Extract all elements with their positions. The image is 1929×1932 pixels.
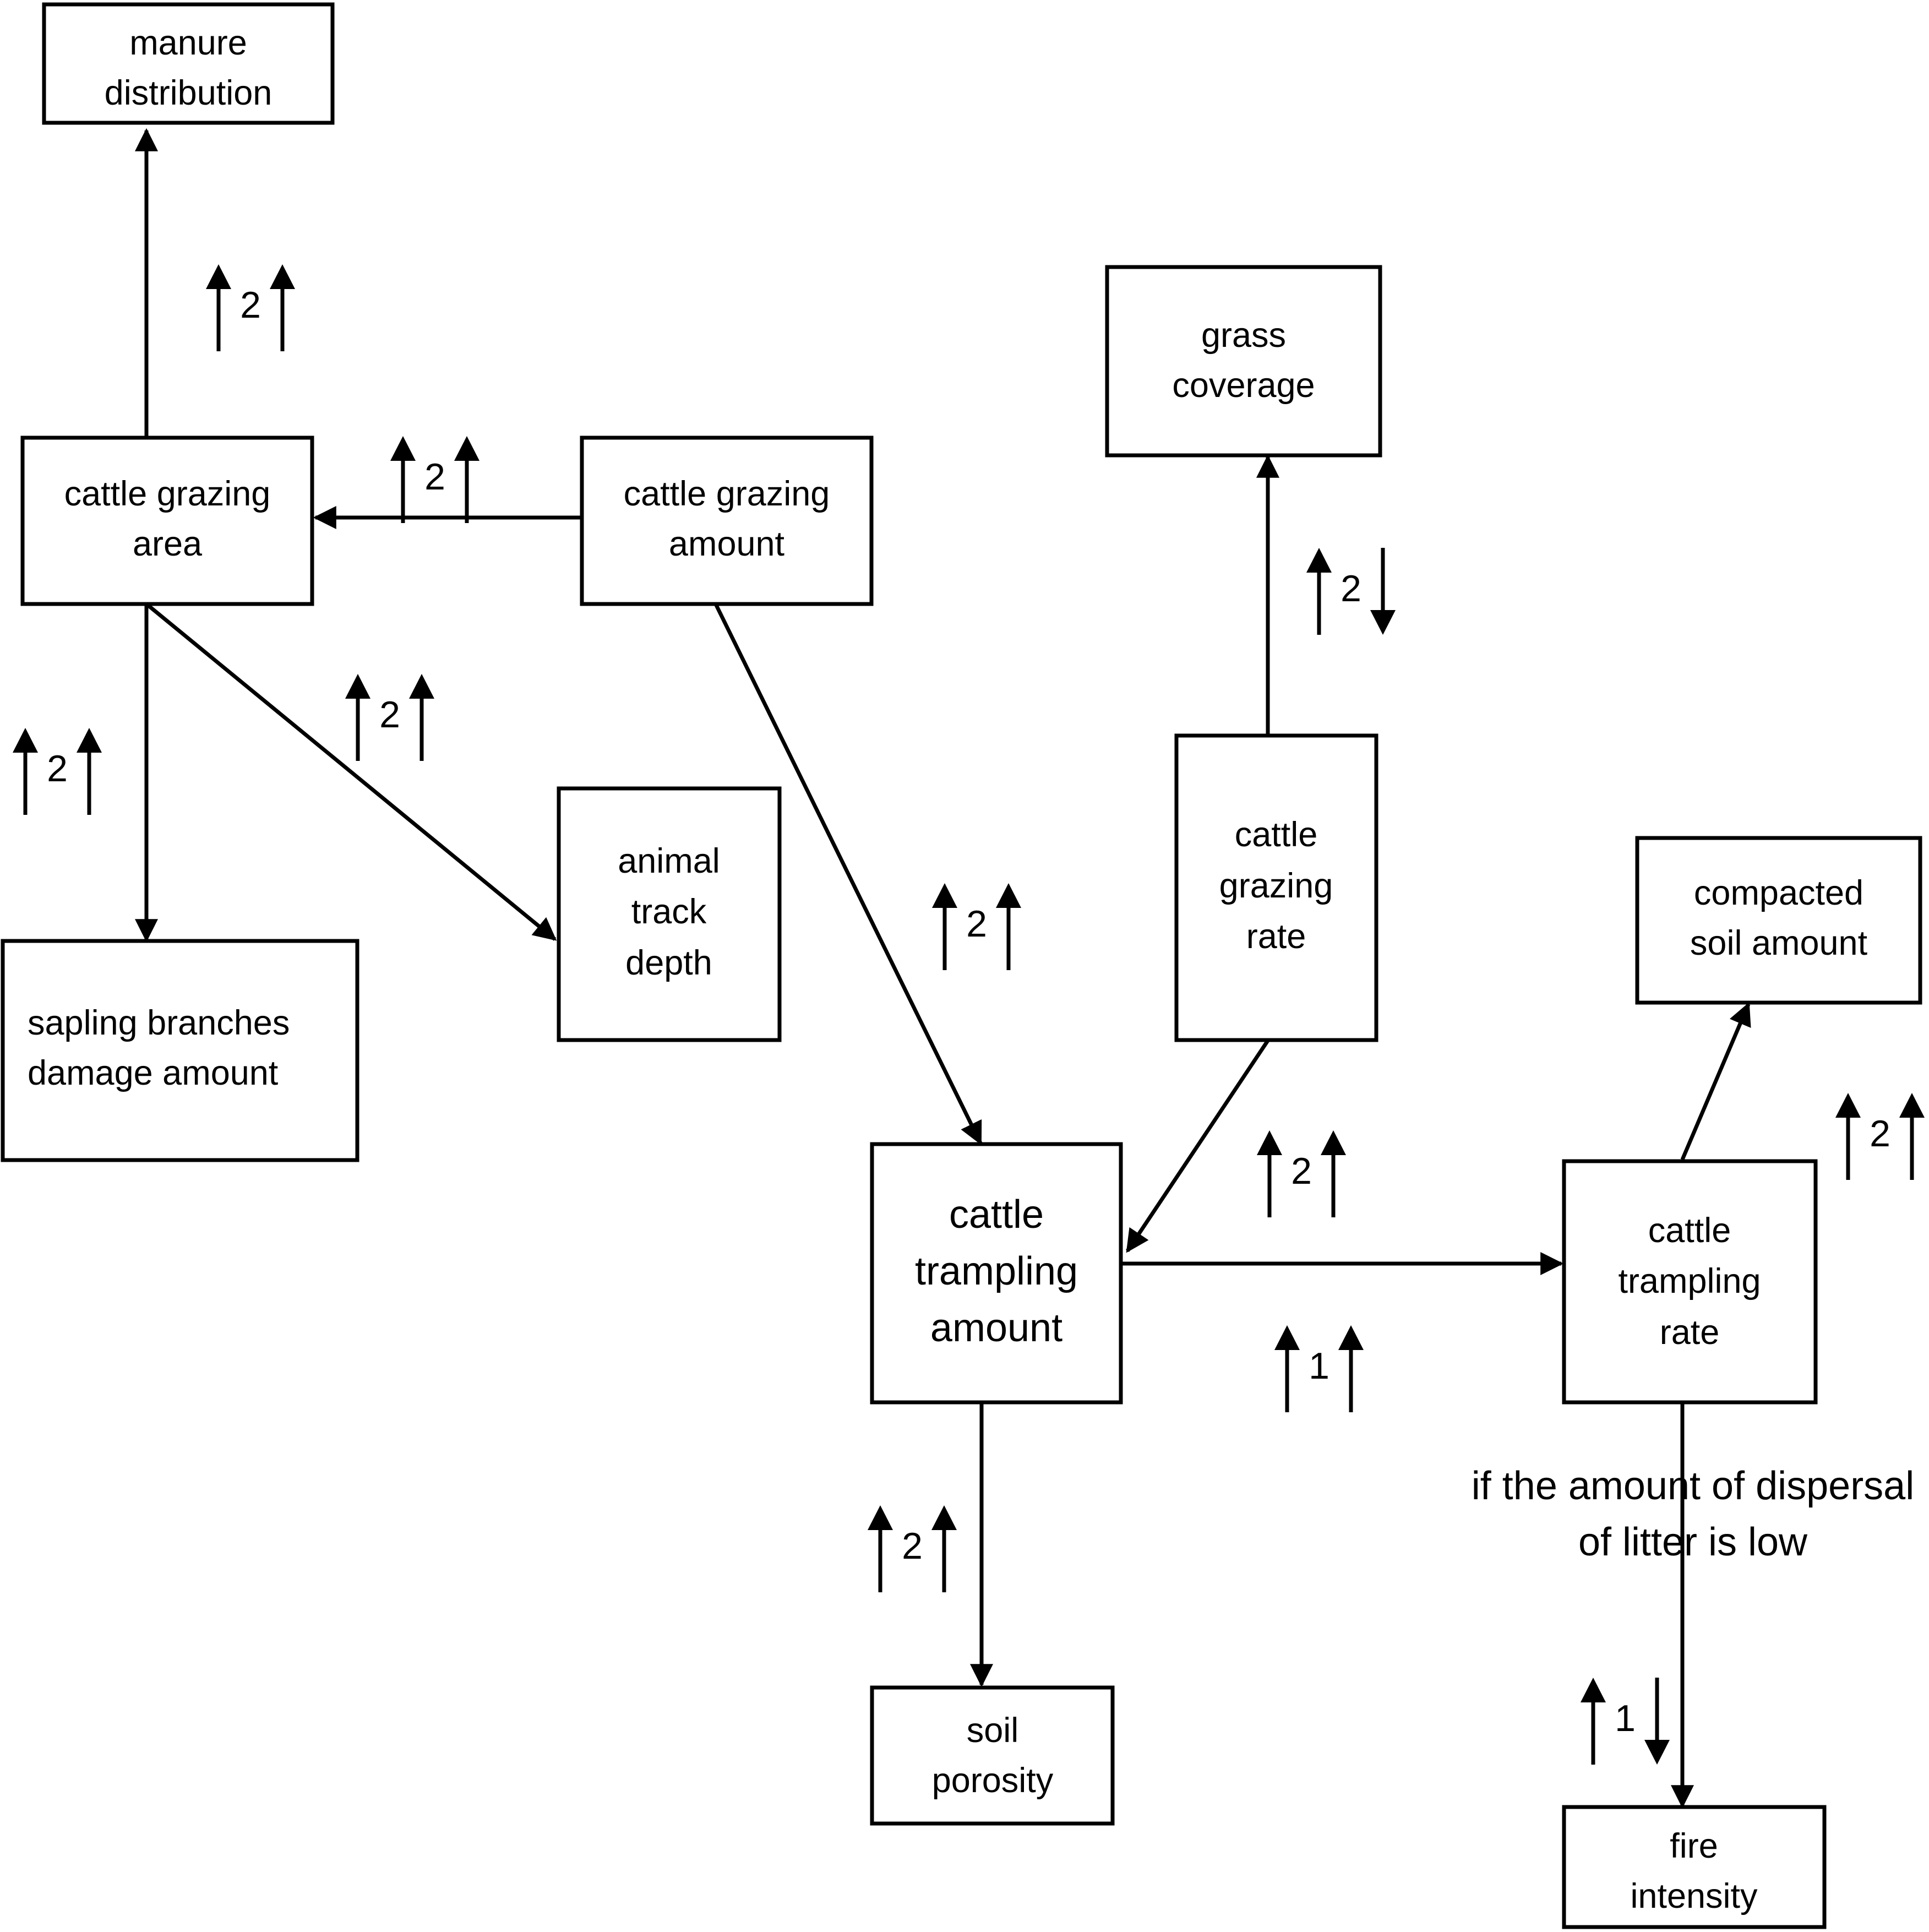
- node-label-line: trampling: [1618, 1262, 1761, 1300]
- relation-weight: 1: [1309, 1345, 1329, 1387]
- relation-weight: 2: [902, 1525, 923, 1567]
- node-label-line: cattle: [1235, 815, 1318, 854]
- node-label-line: cattle grazing: [64, 475, 271, 513]
- node-label-line: grazing: [1219, 867, 1333, 905]
- condition-note-line: if the amount of dispersal: [1472, 1464, 1914, 1508]
- node-manure-distribution[interactable]: manure distribution: [42, 2, 335, 125]
- node-label-line: cattle grazing: [624, 475, 830, 513]
- node-cattle-grazing-area[interactable]: cattle grazing area: [20, 436, 314, 606]
- node-label-line: soil: [967, 1711, 1019, 1750]
- relation-weight: 2: [966, 903, 987, 945]
- node-label-line: compacted: [1694, 874, 1863, 912]
- connectors: [135, 128, 1751, 1809]
- relation-indicator: 2: [13, 728, 102, 815]
- relation-indicator: 2: [1257, 1130, 1346, 1217]
- node-sapling-branches-damage-amount[interactable]: sapling branches damage amount: [1, 939, 359, 1162]
- relation-indicator: 2: [206, 264, 295, 351]
- effect-up-arrow-icon: [1338, 1325, 1364, 1412]
- node-label-line: rate: [1660, 1313, 1720, 1352]
- relation-indicator: 1: [1274, 1325, 1364, 1412]
- node-cattle-trampling-rate[interactable]: cattle trampling rate: [1562, 1159, 1818, 1405]
- node-grass-coverage[interactable]: grass coverage: [1105, 265, 1382, 458]
- cause-up-arrow-icon: [1274, 1325, 1300, 1412]
- relation-indicator: 2: [390, 436, 479, 523]
- node-label-line: grass: [1201, 316, 1286, 355]
- effect-down-arrow-icon: [1644, 1678, 1670, 1765]
- relation-indicator: 2: [1306, 548, 1396, 635]
- node-label-line: porosity: [932, 1761, 1054, 1800]
- node-animal-track-depth[interactable]: animal track depth: [557, 786, 782, 1042]
- relation-indicator: 2: [868, 1505, 957, 1592]
- node-label-line: coverage: [1172, 366, 1315, 405]
- node-cattle-grazing-amount[interactable]: cattle grazing amount: [580, 436, 874, 606]
- node-label-line: animal: [618, 842, 720, 880]
- edge-trate-to-compacted: [1680, 1002, 1751, 1161]
- node-label-line: track: [631, 892, 707, 931]
- relation-weight: 2: [47, 748, 68, 790]
- node-cattle-trampling-amount[interactable]: cattle trampling amount: [870, 1142, 1123, 1405]
- effect-up-arrow-icon: [270, 264, 295, 351]
- cause-up-arrow-icon: [1306, 548, 1332, 635]
- cause-up-arrow-icon: [1257, 1130, 1282, 1217]
- effect-up-arrow-icon: [409, 674, 434, 761]
- relation-weight: 2: [240, 284, 261, 326]
- effect-down-arrow-icon: [1370, 548, 1396, 635]
- cause-up-arrow-icon: [1835, 1093, 1861, 1180]
- relation-indicator: 1: [1581, 1678, 1670, 1765]
- effect-up-arrow-icon: [931, 1505, 957, 1592]
- relation-weight: 1: [1615, 1697, 1636, 1739]
- node-label-line: depth: [625, 944, 712, 982]
- relation-weight: 2: [1341, 568, 1361, 609]
- node-label-line: amount: [930, 1306, 1062, 1350]
- node-label-line: distribution: [105, 74, 273, 112]
- node-label-line: intensity: [1630, 1877, 1758, 1915]
- node-label-line: fire: [1670, 1827, 1718, 1865]
- node-cattle-grazing-rate[interactable]: cattle grazing rate: [1174, 733, 1378, 1042]
- cause-up-arrow-icon: [1581, 1678, 1606, 1765]
- effect-up-arrow-icon: [1321, 1130, 1346, 1217]
- effect-up-arrow-icon: [1899, 1093, 1925, 1180]
- node-soil-porosity[interactable]: soil porosity: [870, 1685, 1115, 1826]
- node-label-line: cattle: [949, 1193, 1044, 1237]
- node-label-line: cattle: [1648, 1211, 1731, 1250]
- effect-up-arrow-icon: [454, 436, 479, 523]
- node-label-line: soil amount: [1690, 924, 1868, 962]
- relation-weight: 2: [1870, 1113, 1890, 1155]
- edge-rate-to-trampling: [1126, 1040, 1269, 1253]
- cause-up-arrow-icon: [932, 883, 957, 970]
- node-compacted-soil-amount[interactable]: compacted soil amount: [1635, 836, 1922, 1005]
- node-label-line: rate: [1246, 917, 1306, 956]
- effect-up-arrow-icon: [77, 728, 102, 815]
- relation-weight: 2: [379, 694, 400, 736]
- node-label-line: amount: [669, 525, 785, 563]
- effect-up-arrow-icon: [996, 883, 1021, 970]
- relation-indicator: 2: [345, 674, 434, 761]
- node-label-line: area: [133, 525, 203, 563]
- relation-weight: 2: [1291, 1150, 1312, 1192]
- relation-indicator: 2: [932, 883, 1021, 970]
- node-label-line: sapling branches: [28, 1004, 290, 1042]
- node-label-line: damage amount: [28, 1054, 279, 1092]
- relation-weight: 2: [424, 456, 445, 498]
- cause-up-arrow-icon: [13, 728, 38, 815]
- condition-note: if the amount of dispersal of litter is …: [1472, 1464, 1914, 1564]
- cause-up-arrow-icon: [206, 264, 231, 351]
- edge-area-to-track: [145, 602, 557, 941]
- cause-up-arrow-icon: [868, 1505, 893, 1592]
- relation-indicator: 2: [1835, 1093, 1925, 1180]
- node-label-line: trampling: [915, 1249, 1078, 1293]
- edge-amount-to-trampling: [713, 603, 983, 1145]
- cause-up-arrow-icon: [345, 674, 370, 761]
- node-label-line: manure: [129, 24, 247, 62]
- cause-up-arrow-icon: [390, 436, 416, 523]
- condition-note-line: of litter is low: [1578, 1520, 1808, 1564]
- node-fire-intensity[interactable]: fire intensity: [1562, 1805, 1827, 1929]
